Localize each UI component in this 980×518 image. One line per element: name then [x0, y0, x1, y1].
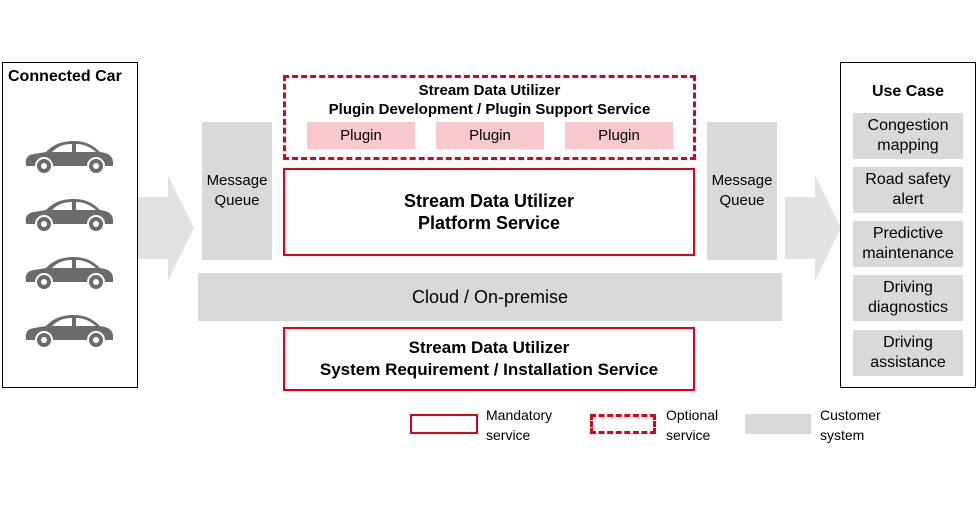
use-case-item: Driving assistance: [853, 330, 963, 376]
use-case-item: Driving diagnostics: [853, 275, 963, 321]
use-case-item-line1: Driving: [883, 334, 933, 351]
flow-arrow-left: [138, 175, 194, 281]
use-case-item-line2: mapping: [877, 137, 939, 154]
installation-service-line2: System Requirement / Installation Servic…: [319, 360, 659, 379]
car-icon: [22, 309, 116, 349]
use-case-item-line1: Driving: [883, 279, 933, 296]
installation-service-line1: Stream Data Utilizer: [408, 338, 570, 357]
platform-service-line2: Platform Service: [417, 213, 561, 233]
use-case-title: Use Case: [871, 83, 945, 100]
connected-car-title: Connected Car: [8, 68, 122, 85]
use-case-item: Predictive maintenance: [853, 221, 963, 267]
use-case-item-line2: assistance: [870, 354, 946, 371]
cloud-on-premise-bar: Cloud / On-premise: [198, 273, 782, 321]
legend-optional-line1: Optional: [666, 407, 719, 423]
use-case-panel: [840, 62, 976, 388]
use-case-item: Congestion mapping: [853, 113, 963, 159]
installation-service-box: Stream Data Utilizer System Requirement …: [283, 327, 695, 391]
message-queue-right-line1: Message: [711, 172, 773, 189]
plugin-box: Plugin: [565, 122, 673, 149]
use-case-item-line1: Congestion: [867, 117, 949, 134]
car-icon: [22, 193, 116, 233]
legend-optional-label: Optional service: [666, 405, 718, 445]
legend-mandatory-swatch: [410, 414, 478, 434]
legend-optional-line2: service: [666, 427, 711, 443]
legend-customer-line1: Customer: [820, 407, 881, 423]
flow-arrow-right: [785, 175, 841, 281]
car-icon: [22, 135, 116, 175]
message-queue-left: Message Queue: [202, 122, 272, 260]
plugin-service-title: Stream Data Utilizer Plugin Development …: [283, 81, 696, 119]
message-queue-right-line2: Queue: [719, 192, 765, 209]
legend-optional-swatch: [590, 414, 656, 434]
plugin-service-box: [283, 75, 696, 160]
platform-service-box: Stream Data Utilizer Platform Service: [283, 168, 695, 256]
use-case-item-line1: Predictive: [872, 225, 944, 242]
message-queue-left-line1: Message: [206, 172, 268, 189]
message-queue-right: Message Queue: [707, 122, 777, 260]
legend-mandatory-line1: Mandatory: [486, 407, 553, 423]
legend-mandatory-line2: service: [486, 427, 531, 443]
use-case-item-line2: alert: [892, 191, 924, 208]
use-case-item-line2: maintenance: [862, 245, 954, 262]
message-queue-left-line2: Queue: [214, 192, 260, 209]
use-case-item-line1: Road safety: [865, 171, 951, 188]
plugin-service-title-line2: Plugin Development / Plugin Support Serv…: [328, 101, 651, 118]
legend-mandatory-label: Mandatory service: [486, 405, 552, 445]
connected-car-panel: [2, 62, 138, 388]
legend-customer-label: Customer system: [820, 405, 881, 445]
car-icon: [22, 251, 116, 291]
platform-service-line1: Stream Data Utilizer: [403, 191, 575, 211]
use-case-item: Road safety alert: [853, 167, 963, 213]
legend-customer-line2: system: [820, 427, 865, 443]
plugin-service-title-line1: Stream Data Utilizer: [418, 82, 561, 99]
plugin-box: Plugin: [436, 122, 544, 149]
legend-customer-swatch: [745, 414, 811, 434]
use-case-item-line2: diagnostics: [867, 299, 949, 316]
plugin-box: Plugin: [307, 122, 415, 149]
